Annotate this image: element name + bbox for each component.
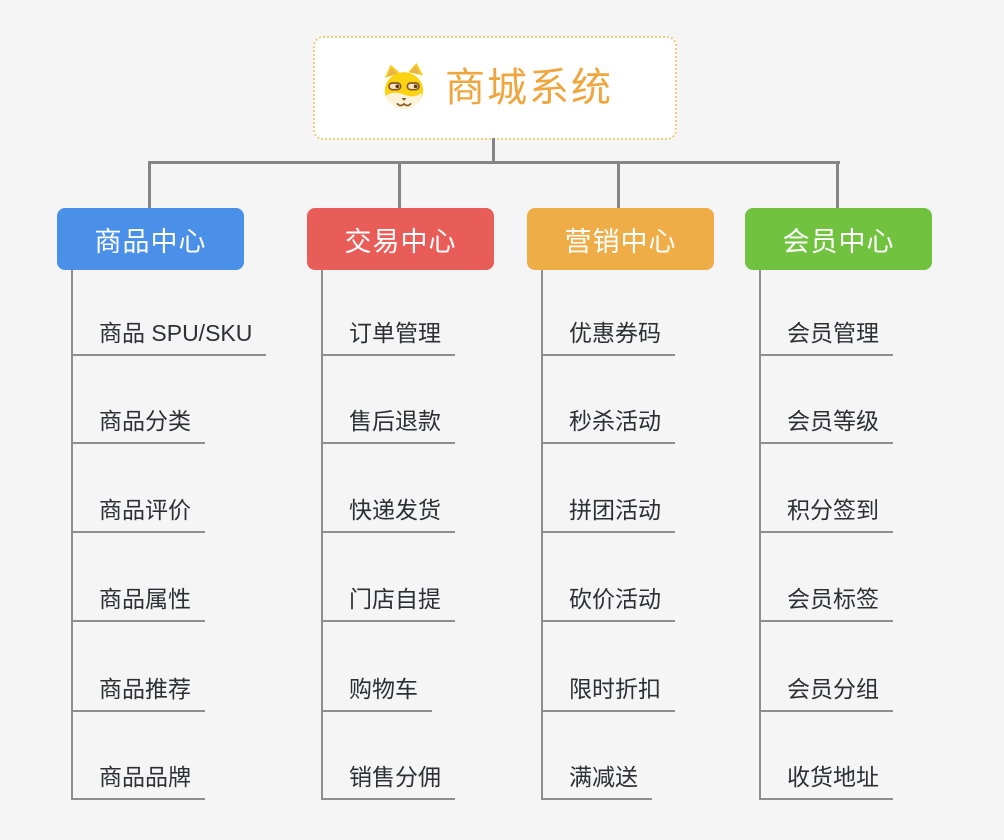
leaf-node-express-shipping[interactable]: 快递发货 [321, 483, 455, 533]
dog-face-icon [384, 63, 424, 110]
leaf-node-member-tags[interactable]: 会员标签 [759, 572, 893, 622]
branch-spine-trade-center [321, 270, 323, 800]
root-title: 商城系统 [445, 66, 613, 110]
leaf-node-product-brand[interactable]: 商品品牌 [71, 750, 205, 800]
leaf-node-bargain-activity[interactable]: 砍价活动 [541, 572, 675, 622]
leaf-node-coupon-codes[interactable]: 优惠券码 [541, 306, 675, 356]
branch-label: 营销中心 [564, 226, 677, 257]
leaf-node-points-checkin[interactable]: 积分签到 [759, 483, 893, 533]
leaf-node-group-buying[interactable]: 拼团活动 [541, 483, 675, 533]
leaf-node-shipping-address[interactable]: 收货地址 [759, 750, 893, 800]
leaf-node-product-category[interactable]: 商品分类 [71, 394, 205, 444]
branch-label: 会员中心 [782, 226, 895, 257]
connector-drop-marketing [617, 161, 620, 208]
branch-label: 交易中心 [344, 226, 457, 257]
branch-node-product-center[interactable]: 商品中心 [57, 208, 244, 270]
branch-node-marketing-center[interactable]: 营销中心 [527, 208, 714, 270]
branch-spine-product-center [71, 270, 73, 800]
branch-label: 商品中心 [94, 226, 207, 257]
leaf-node-limited-discount[interactable]: 限时折扣 [541, 662, 675, 712]
connector-root-stub [492, 138, 495, 164]
branch-spine-marketing-center [541, 270, 543, 800]
branch-node-member-center[interactable]: 会员中心 [745, 208, 932, 270]
leaf-node-sales-commission[interactable]: 销售分佣 [321, 750, 455, 800]
leaf-node-flash-sale[interactable]: 秒杀活动 [541, 394, 675, 444]
leaf-node-after-sale-refund[interactable]: 售后退款 [321, 394, 455, 444]
branch-spine-member-center [759, 270, 761, 800]
leaf-node-spend-and-save[interactable]: 满减送 [541, 750, 652, 800]
leaf-node-member-groups[interactable]: 会员分组 [759, 662, 893, 712]
connector-drop-products [148, 161, 151, 208]
root-node-mall-system[interactable]: 商城系统 [313, 36, 677, 140]
leaf-node-member-management[interactable]: 会员管理 [759, 306, 893, 356]
leaf-node-shopping-cart[interactable]: 购物车 [321, 662, 432, 712]
leaf-node-product-attribute[interactable]: 商品属性 [71, 572, 205, 622]
connector-horizontal-rail [148, 161, 840, 164]
connector-drop-trade [398, 161, 401, 208]
leaf-node-product-review[interactable]: 商品评价 [71, 483, 205, 533]
branch-node-trade-center[interactable]: 交易中心 [307, 208, 494, 270]
leaf-node-member-level[interactable]: 会员等级 [759, 394, 893, 444]
leaf-node-order-management[interactable]: 订单管理 [321, 306, 455, 356]
leaf-node-store-pickup[interactable]: 门店自提 [321, 572, 455, 622]
leaf-node-product-recommend[interactable]: 商品推荐 [71, 662, 205, 712]
connector-drop-members [836, 161, 839, 208]
leaf-node-product-spu-sku[interactable]: 商品 SPU/SKU [71, 306, 267, 356]
